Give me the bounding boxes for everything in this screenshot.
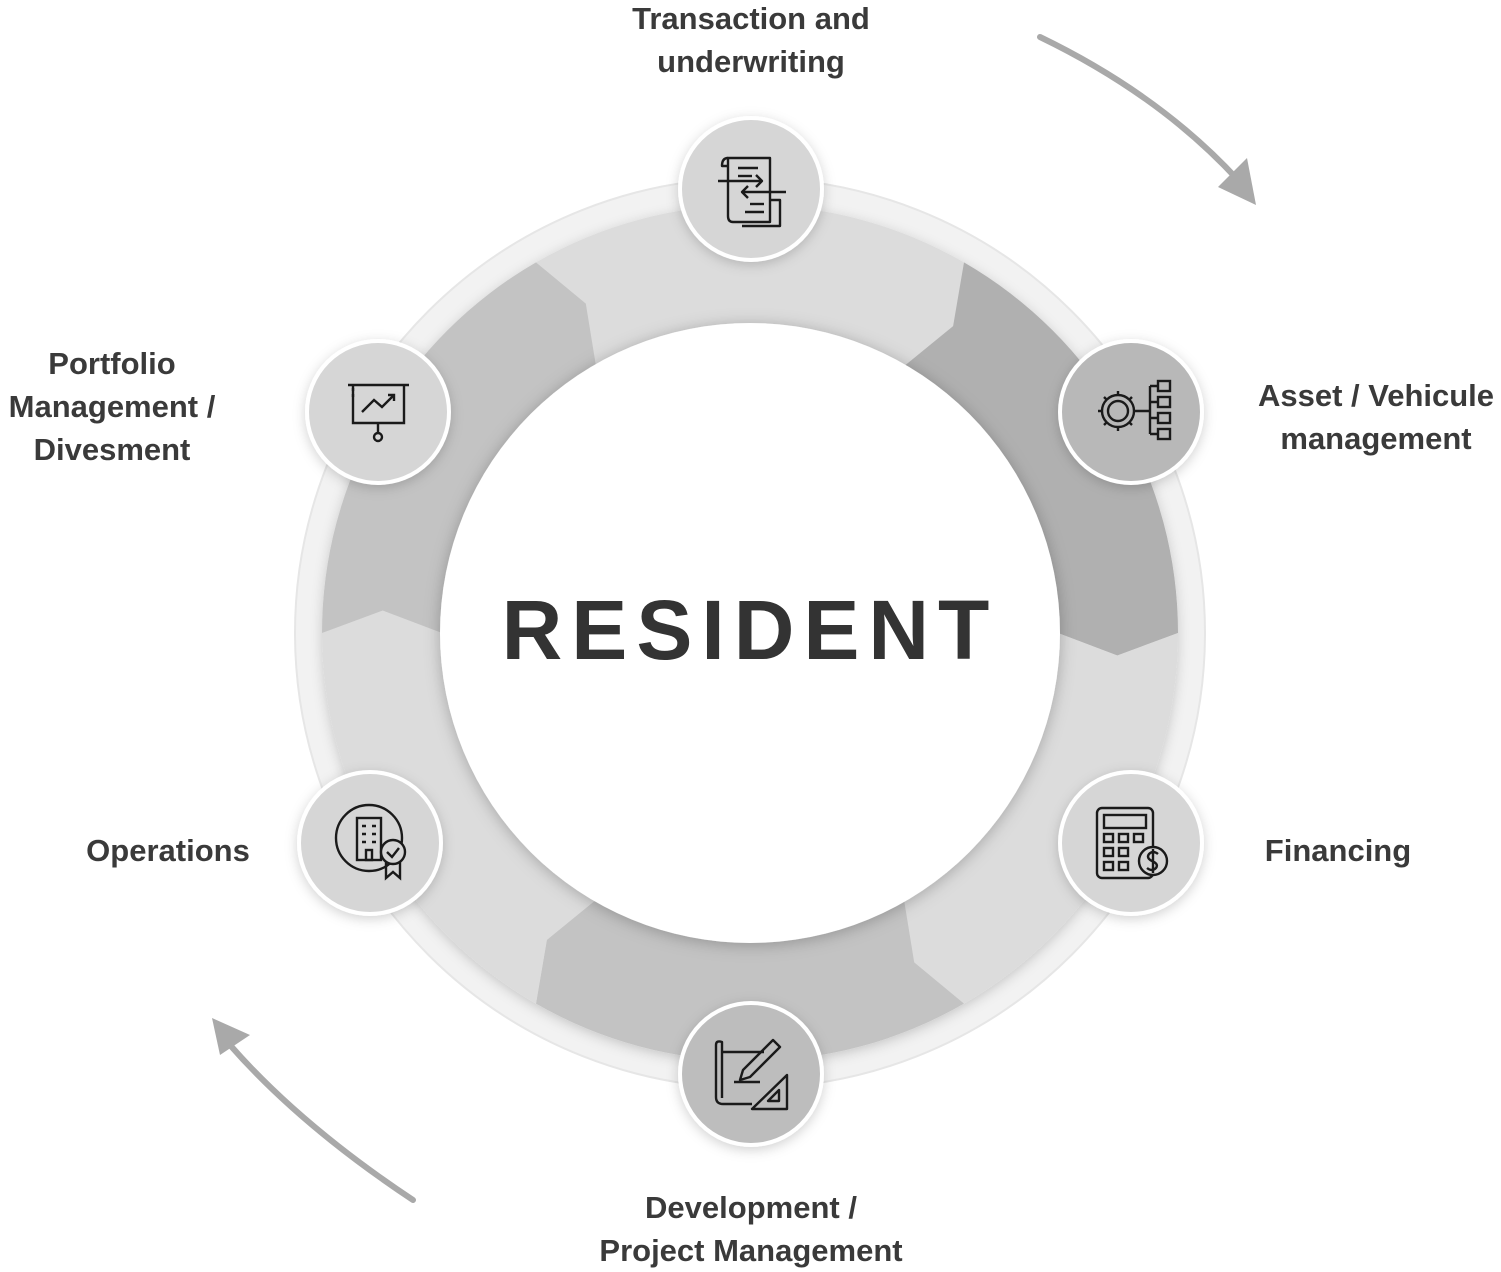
label-transaction: Transaction and underwriting	[601, 0, 901, 83]
label-line: Management /	[8, 389, 216, 424]
label-line: Divesment	[33, 432, 191, 467]
label-development: Development / Project Management	[576, 1186, 926, 1272]
label-line: Operations	[86, 833, 250, 868]
node-transaction[interactable]	[678, 116, 824, 262]
label-line: Financing	[1264, 833, 1412, 868]
presentation-chart-icon	[348, 383, 409, 443]
label-portfolio: Portfolio Management / Divesment	[0, 342, 224, 471]
label-asset: Asset / Vehicule management	[1246, 374, 1501, 460]
center-disk	[440, 323, 1060, 943]
segment-asset	[904, 262, 1178, 656]
label-line: Portfolio	[48, 346, 176, 381]
contract-exchange-icon	[718, 156, 786, 228]
label-line: management	[1280, 421, 1472, 456]
arrowhead-top-right-icon	[1218, 158, 1256, 205]
node-operations[interactable]	[297, 770, 443, 916]
blueprint-pencil-icon	[714, 1038, 789, 1111]
label-line: Development /	[645, 1190, 857, 1225]
label-financing: Financing	[1238, 829, 1438, 872]
label-line: Asset / Vehicule	[1257, 378, 1495, 413]
segment-ring	[322, 205, 1178, 1061]
node-circle	[678, 116, 824, 262]
node-portfolio[interactable]	[305, 339, 451, 485]
cycle-arrow-top-right	[1037, 34, 1241, 183]
gear-checklist-icon	[1098, 379, 1172, 441]
label-operations: Operations	[68, 829, 268, 872]
cycle-arrow-bottom-left	[227, 1042, 416, 1203]
node-circle	[305, 339, 451, 485]
segment-financing	[904, 633, 1178, 1004]
node-development[interactable]	[678, 1001, 824, 1147]
node-circle	[678, 1001, 824, 1147]
node-circle	[1058, 339, 1204, 485]
calculator-dollar-icon	[1095, 806, 1169, 880]
segment-development	[536, 899, 964, 1061]
node-asset[interactable]	[1058, 339, 1204, 485]
node-circle	[1058, 770, 1204, 916]
segment-portfolio	[322, 262, 596, 633]
label-line: Transaction and	[632, 1, 870, 36]
segment-operations	[322, 610, 596, 1004]
node-circle	[297, 770, 443, 916]
label-line: Project Management	[599, 1233, 903, 1268]
certified-building-icon	[334, 803, 407, 881]
node-financing[interactable]	[1058, 770, 1204, 916]
center-title: RESIDENT	[501, 583, 999, 677]
segment-transaction	[536, 205, 964, 367]
arrowhead-bottom-left-icon	[212, 1018, 250, 1055]
label-line: underwriting	[657, 44, 845, 79]
